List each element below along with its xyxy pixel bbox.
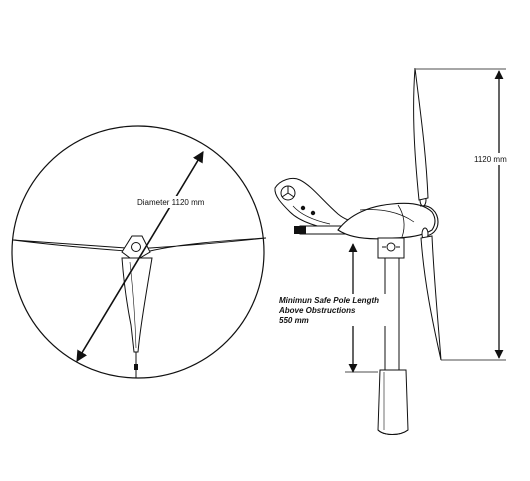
side-blade-lower xyxy=(420,235,442,361)
front-blade-vertical xyxy=(121,257,153,353)
pole-label-bg xyxy=(276,294,386,326)
tail-fin-inner-line xyxy=(292,205,331,225)
pole-label-line1: Minimun Safe Pole Length xyxy=(279,296,379,305)
upper-pole xyxy=(384,257,400,371)
front-mount-bracket xyxy=(134,364,138,370)
tail-logo-star xyxy=(281,186,295,198)
diameter-label-bg xyxy=(136,196,210,208)
side-blade-upper xyxy=(413,67,429,201)
front-hub-bolt xyxy=(131,242,141,252)
height-label-bg xyxy=(470,153,520,165)
pole-label-line2: Above Obstructions xyxy=(278,306,356,315)
side-hub-nose xyxy=(419,205,439,237)
yaw-bolt-icon xyxy=(386,242,396,252)
nacelle-seam-line xyxy=(359,209,415,223)
diameter-arrow xyxy=(76,151,204,362)
rotor-sweep-circle xyxy=(11,125,265,379)
diameter-label: Diameter 1120 mm xyxy=(137,198,205,207)
nacelle-body xyxy=(337,202,436,240)
tail-hole-icon xyxy=(310,210,316,216)
front-view: Diameter 1120 mm xyxy=(11,125,267,379)
side-view: Minimun Safe Pole Length Above Obstructi… xyxy=(274,67,520,435)
height-label: 1120 mm xyxy=(474,155,507,164)
tail-boom-cap xyxy=(294,226,306,234)
tail-hole-icon xyxy=(300,205,306,211)
pole-label-line3: 550 mm xyxy=(279,316,309,325)
nacelle-ring xyxy=(397,204,405,238)
lower-pole xyxy=(377,369,409,435)
